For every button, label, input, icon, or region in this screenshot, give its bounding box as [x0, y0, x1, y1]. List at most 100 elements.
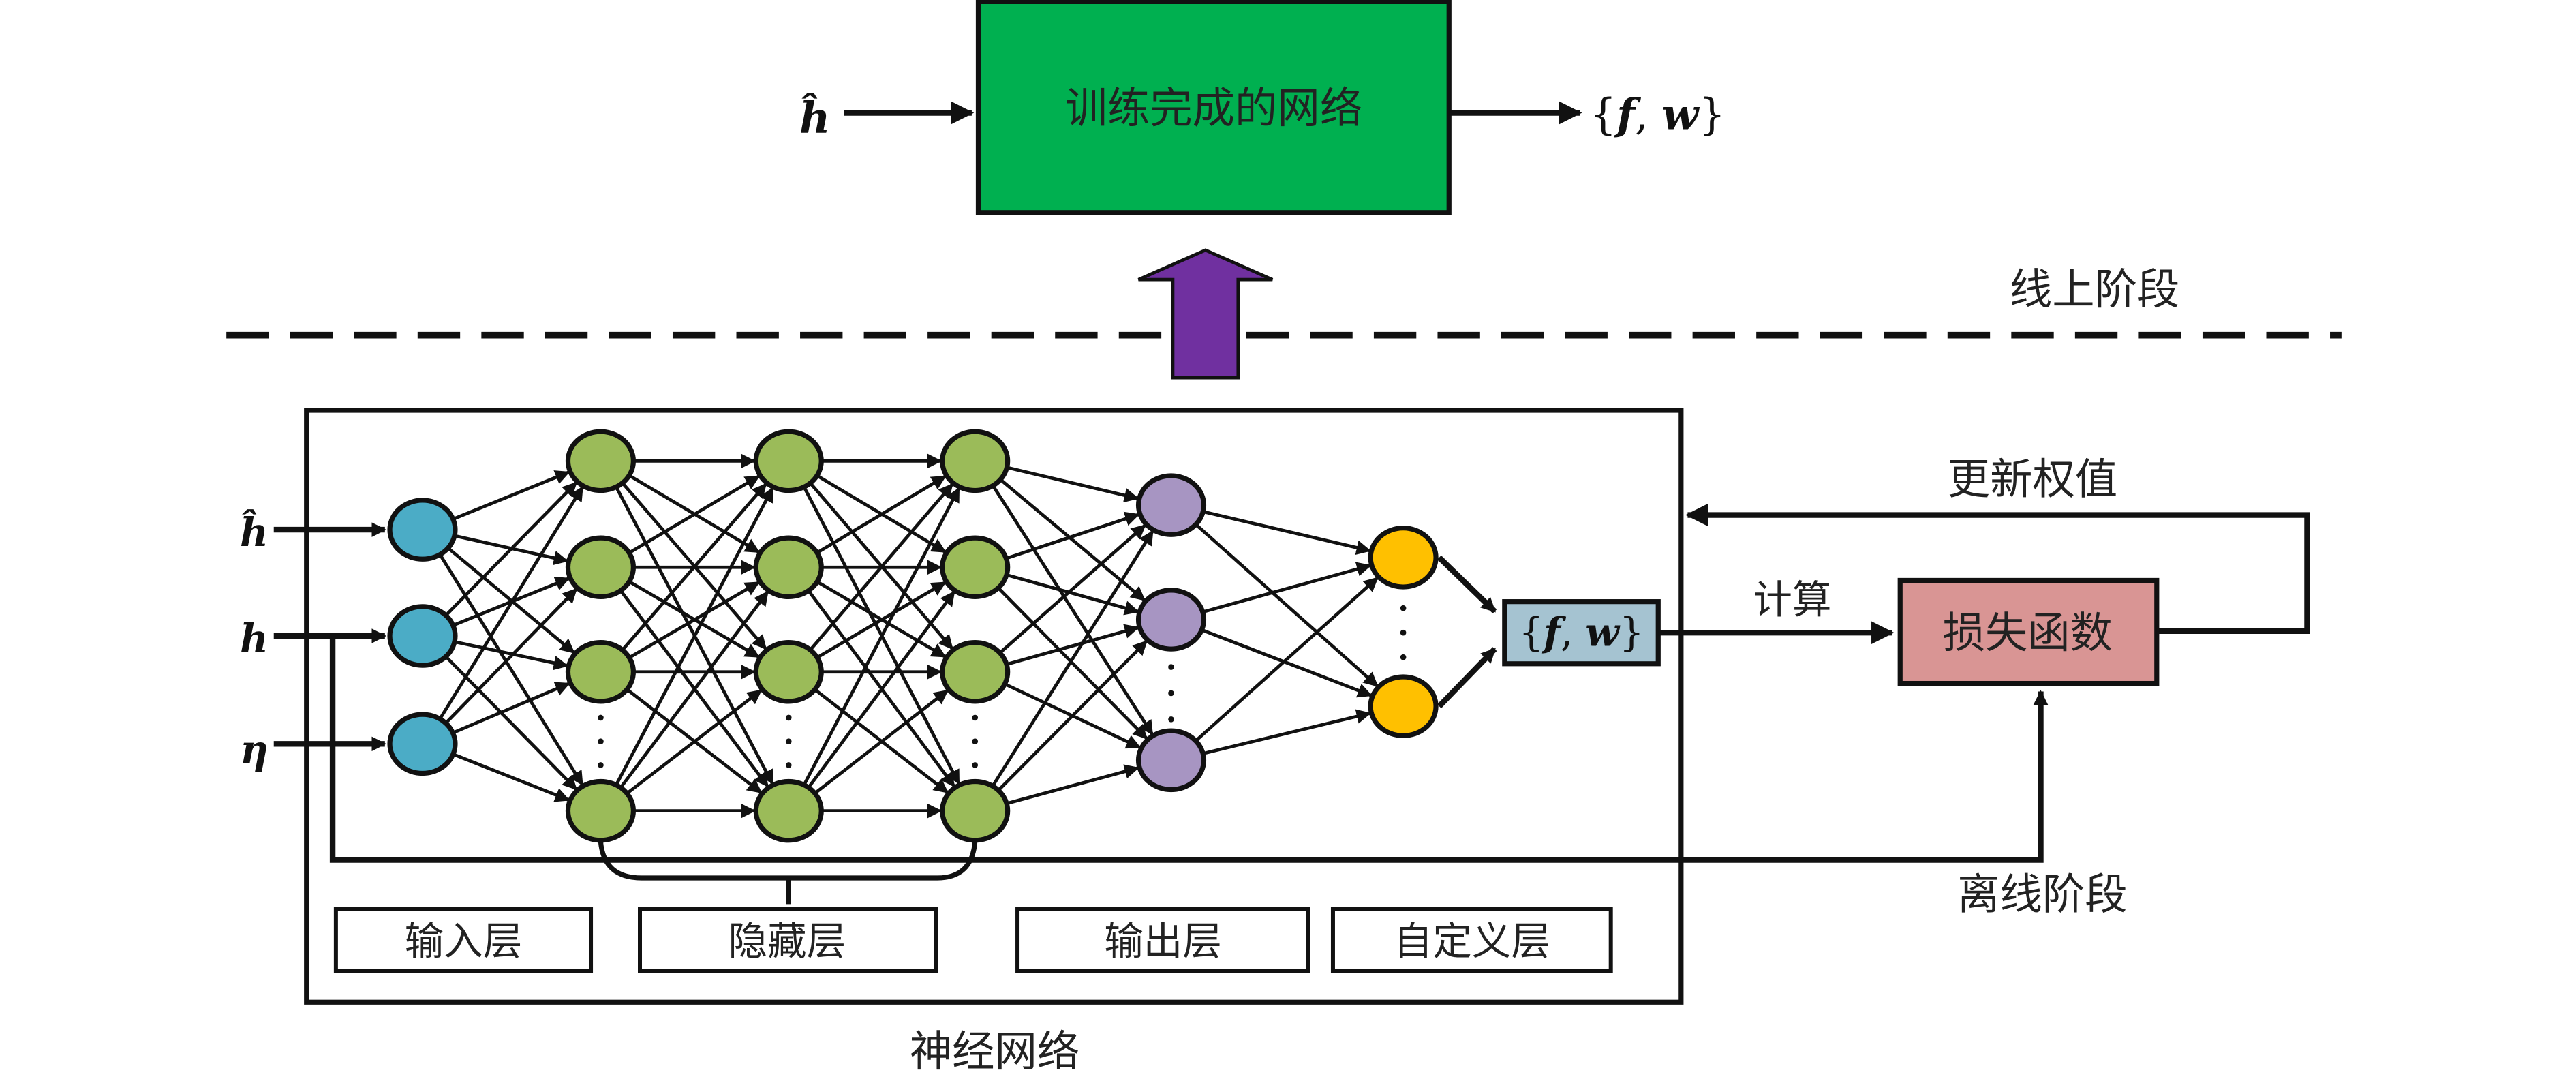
vertical-dots-custom-0-icon: [1400, 605, 1407, 611]
online-input-symbol: ĥ: [799, 92, 830, 142]
edge-hidden2-2-to-hidden3-0: [809, 483, 954, 651]
edge-hidden3-3-to-output-1: [997, 640, 1148, 792]
vertical-dots-hidden1-0-icon: [598, 714, 604, 721]
trained-network-box: [975, 0, 1452, 215]
edge-input-2-to-hidden1-2: [452, 682, 570, 735]
edge-output-0-to-custom-0: [1202, 510, 1372, 555]
offline-stage: ĥ h η {f, w} 计算 损失函数 更新权值 离线阶段: [240, 408, 2310, 1076]
weight-update-arrow: [1685, 503, 2310, 635]
vertical-dots-hidden2-2-icon: [785, 762, 792, 768]
vertical-dots-hidden2-1-icon: [785, 738, 792, 745]
custom-to-output-arrow-1: [1437, 555, 1497, 614]
edge-output-2-to-custom-1: [1202, 709, 1372, 755]
output-layer-box: [1015, 907, 1310, 973]
edge-hidden3-2-to-output-1: [1006, 624, 1139, 666]
custom-node-1: [1368, 674, 1439, 738]
hidden3-node-1: [940, 535, 1011, 600]
edge-input-2-to-hidden1-1: [444, 588, 578, 725]
output-set-box: [1502, 599, 1661, 667]
hidden1-node-1: [565, 535, 637, 600]
hidden2-node-1: [753, 535, 824, 600]
hidden2-node-3: [753, 778, 824, 843]
edge-output-2-to-custom-0: [1195, 577, 1379, 742]
edge-input-1-to-hidden1-3: [444, 655, 578, 791]
custom-node-0: [1368, 526, 1439, 590]
vertical-dots-hidden3-1-icon: [972, 738, 979, 745]
edge-hidden3-3-to-output-2: [1006, 764, 1139, 806]
offline-output-set: {f, w}: [1518, 609, 1644, 655]
online-output-set: {f, w}: [1590, 89, 1726, 139]
edge-hidden1-2-to-hidden2-1: [628, 581, 761, 659]
edge-hidden1-3-to-hidden2-1: [619, 590, 769, 789]
edge-hidden3-0-to-output-2: [991, 485, 1154, 736]
input-symbol-h-hat: ĥ: [240, 509, 269, 556]
edge-output-1-to-custom-1: [1201, 628, 1373, 698]
edge-input-1-to-hidden1-2: [454, 640, 569, 671]
edge-hidden2-3-to-hidden3-1: [807, 590, 956, 789]
custom-layer-label: 自定义层: [1394, 919, 1550, 964]
edge-hidden2-3-to-hidden3-0: [802, 487, 961, 786]
edge-hidden3-3-to-output-0: [991, 530, 1154, 787]
label-feed-line: [329, 636, 2049, 863]
output-node-0: [1135, 473, 1207, 537]
custom-layer-box: [1330, 907, 1613, 973]
online-stage: ĥ 训练完成的网络 {f, w} 线上阶段: [799, 0, 2179, 314]
edge-input-1-to-hidden1-0: [444, 481, 578, 617]
edge-hidden2-3-to-hidden3-2: [814, 689, 949, 795]
output-layer-label: 输出层: [1104, 919, 1222, 964]
output-node-1: [1135, 588, 1207, 652]
edge-input-0-to-hidden1-0: [452, 470, 570, 521]
input-layer-box: [333, 907, 594, 973]
compute-label: 计算: [1753, 577, 1831, 622]
ellipsis-dots: [598, 605, 1407, 768]
input-symbol-eta: η: [240, 727, 269, 773]
edge-hidden3-1-to-output-0: [1005, 511, 1140, 560]
vertical-dots-custom-1-icon: [1400, 629, 1407, 636]
hidden1-node-3: [565, 778, 637, 843]
hidden3-node-0: [940, 429, 1011, 493]
online-phase-label: 线上阶段: [2010, 264, 2179, 314]
deploy-arrow: [1137, 248, 1274, 380]
edge-output-1-to-custom-0: [1202, 562, 1372, 614]
edge-hidden3-0-to-output-1: [999, 478, 1146, 602]
vertical-dots-hidden2-0-icon: [785, 714, 792, 721]
edge-hidden1-3-to-hidden2-2: [626, 688, 763, 795]
input-node-0: [387, 498, 458, 562]
hidden3-node-3: [940, 778, 1011, 843]
hidden-layer-bracket: [598, 841, 978, 905]
edge-hidden1-3-to-hidden2-0: [615, 487, 774, 786]
edge-input-2-to-hidden1-3: [453, 753, 570, 802]
network-connections: [438, 453, 1379, 819]
hidden1-node-0: [565, 429, 637, 493]
hidden-layer-label: 隐藏层: [729, 919, 846, 964]
edge-hidden1-1-to-hidden2-0: [628, 474, 761, 555]
edge-hidden3-1-to-output-1: [1006, 573, 1139, 616]
hidden3-node-2: [940, 640, 1011, 704]
loss-function-label: 损失函数: [1943, 608, 2113, 658]
vertical-dots-hidden1-1-icon: [598, 738, 604, 745]
edge-hidden1-2-to-hidden2-0: [621, 483, 767, 652]
vertical-dots-output-0-icon: [1168, 664, 1174, 670]
neural-network-label: 神经网络: [910, 1027, 1079, 1076]
loss-function-box: [1897, 577, 2160, 686]
input-node-2: [387, 712, 458, 776]
hidden2-node-0: [753, 429, 824, 493]
input-symbol-h: h: [240, 616, 269, 662]
custom-to-output-arrow-2: [1437, 647, 1497, 709]
edge-hidden2-1-to-hidden3-0: [816, 474, 947, 554]
update-weights-label: 更新权值: [1948, 454, 2117, 504]
output-node-2: [1135, 728, 1207, 793]
edge-hidden3-2-to-output-0: [998, 523, 1146, 654]
edge-input-0-to-hidden1-3: [438, 553, 584, 786]
vertical-dots-hidden1-2-icon: [598, 762, 604, 768]
hidden2-node-2: [753, 640, 824, 704]
input-layer-label: 输入层: [405, 919, 523, 964]
vertical-dots-output-2-icon: [1168, 716, 1174, 723]
vertical-dots-hidden3-0-icon: [972, 714, 979, 721]
edge-hidden2-2-to-hidden3-1: [816, 581, 947, 659]
offline-phase-label: 离线阶段: [1957, 870, 2127, 920]
network-nodes: [387, 429, 1439, 843]
neural-network-frame: [304, 408, 1684, 1005]
input-node-1: [387, 604, 458, 668]
